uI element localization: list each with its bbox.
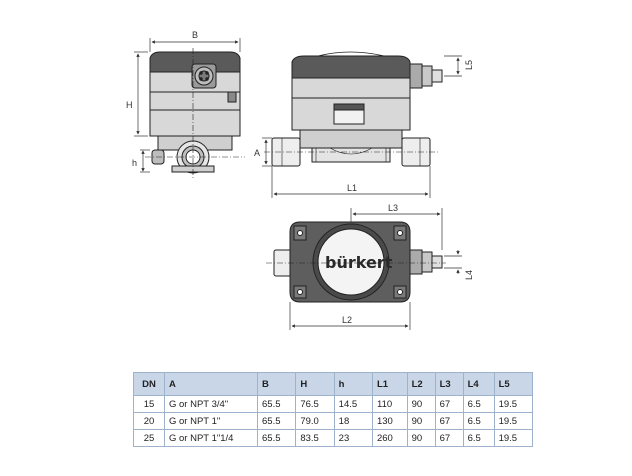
side-view (145, 48, 245, 178)
table-cell: G or NPT 3/4" (164, 395, 258, 413)
brand-logo-text: bürkert (325, 253, 393, 272)
header-small-h: h (333, 372, 373, 396)
header-l1: L1 (371, 372, 408, 396)
table-cell: 19.5 (493, 395, 534, 413)
table-cell: 6.5 (462, 412, 495, 430)
table-cell: 6.5 (462, 395, 495, 413)
table-cell: 67 (434, 412, 464, 430)
header-l2: L2 (406, 372, 436, 396)
dim-l3-label: L3 (388, 203, 398, 213)
header-l3: L3 (434, 372, 464, 396)
table-cell: 67 (434, 429, 464, 447)
table-cell: G or NPT 1"1/4 (164, 429, 258, 447)
table-cell: 79.0 (295, 412, 335, 430)
table-cell: 14.5 (333, 395, 373, 413)
dim-l5-label: L5 (464, 60, 474, 70)
top-view-dimensions (289, 208, 462, 330)
technical-drawing: B H h (126, 30, 474, 330)
header-l4: L4 (462, 372, 495, 396)
dim-l2-label: L2 (342, 315, 352, 325)
dim-b-label: B (192, 30, 198, 40)
dimension-table: DN A B H h L1 L2 L3 L4 L5 15 G or NPT 3/… (133, 372, 534, 447)
table-header-row: DN A B H h L1 L2 L3 L4 L5 (133, 372, 534, 396)
table-cell: 15 (133, 395, 165, 413)
table-cell: 19.5 (493, 429, 534, 447)
cable-gland-icon (409, 63, 443, 89)
front-view-dimensions (262, 55, 462, 198)
top-view (266, 221, 446, 303)
table-cell: 110 (371, 395, 408, 413)
table-cell: 67 (434, 395, 464, 413)
table-cell: 90 (406, 429, 436, 447)
connector-icon (191, 63, 217, 89)
table-cell: 18 (333, 412, 373, 430)
header-h: H (295, 372, 335, 396)
table-cell: 19.5 (493, 412, 534, 430)
table-row: 15 G or NPT 3/4" 65.5 76.5 14.5 110 90 6… (133, 395, 534, 413)
header-a: A (164, 372, 258, 396)
dim-l1-label: L1 (347, 183, 357, 193)
table-cell: 90 (406, 395, 436, 413)
table-cell: 90 (406, 412, 436, 430)
table-cell: 23 (333, 429, 373, 447)
table-cell: 65.5 (256, 429, 297, 447)
dim-h-label: H (126, 100, 133, 110)
table-cell: 130 (371, 412, 408, 430)
table-cell: 65.5 (256, 412, 297, 430)
table-row: 20 G or NPT 1" 65.5 79.0 18 130 90 67 6.… (133, 412, 534, 430)
header-b: B (256, 372, 297, 396)
header-dn: DN (133, 372, 165, 396)
table-cell: 65.5 (256, 395, 297, 413)
dim-a-label: A (254, 148, 260, 158)
front-view (264, 51, 443, 167)
header-l5: L5 (493, 372, 534, 396)
table-cell: G or NPT 1" (164, 412, 258, 430)
table-cell: 20 (133, 412, 165, 430)
dim-small-h-label: h (132, 158, 137, 168)
table-cell: 6.5 (462, 429, 495, 447)
table-row: 25 G or NPT 1"1/4 65.5 83.5 23 260 90 67… (133, 429, 534, 447)
table-cell: 25 (133, 429, 165, 447)
dim-l4-label: L4 (464, 270, 474, 280)
table-cell: 260 (371, 429, 408, 447)
side-view-dimensions (134, 38, 241, 173)
table-cell: 83.5 (295, 429, 335, 447)
table-cell: 76.5 (295, 395, 335, 413)
